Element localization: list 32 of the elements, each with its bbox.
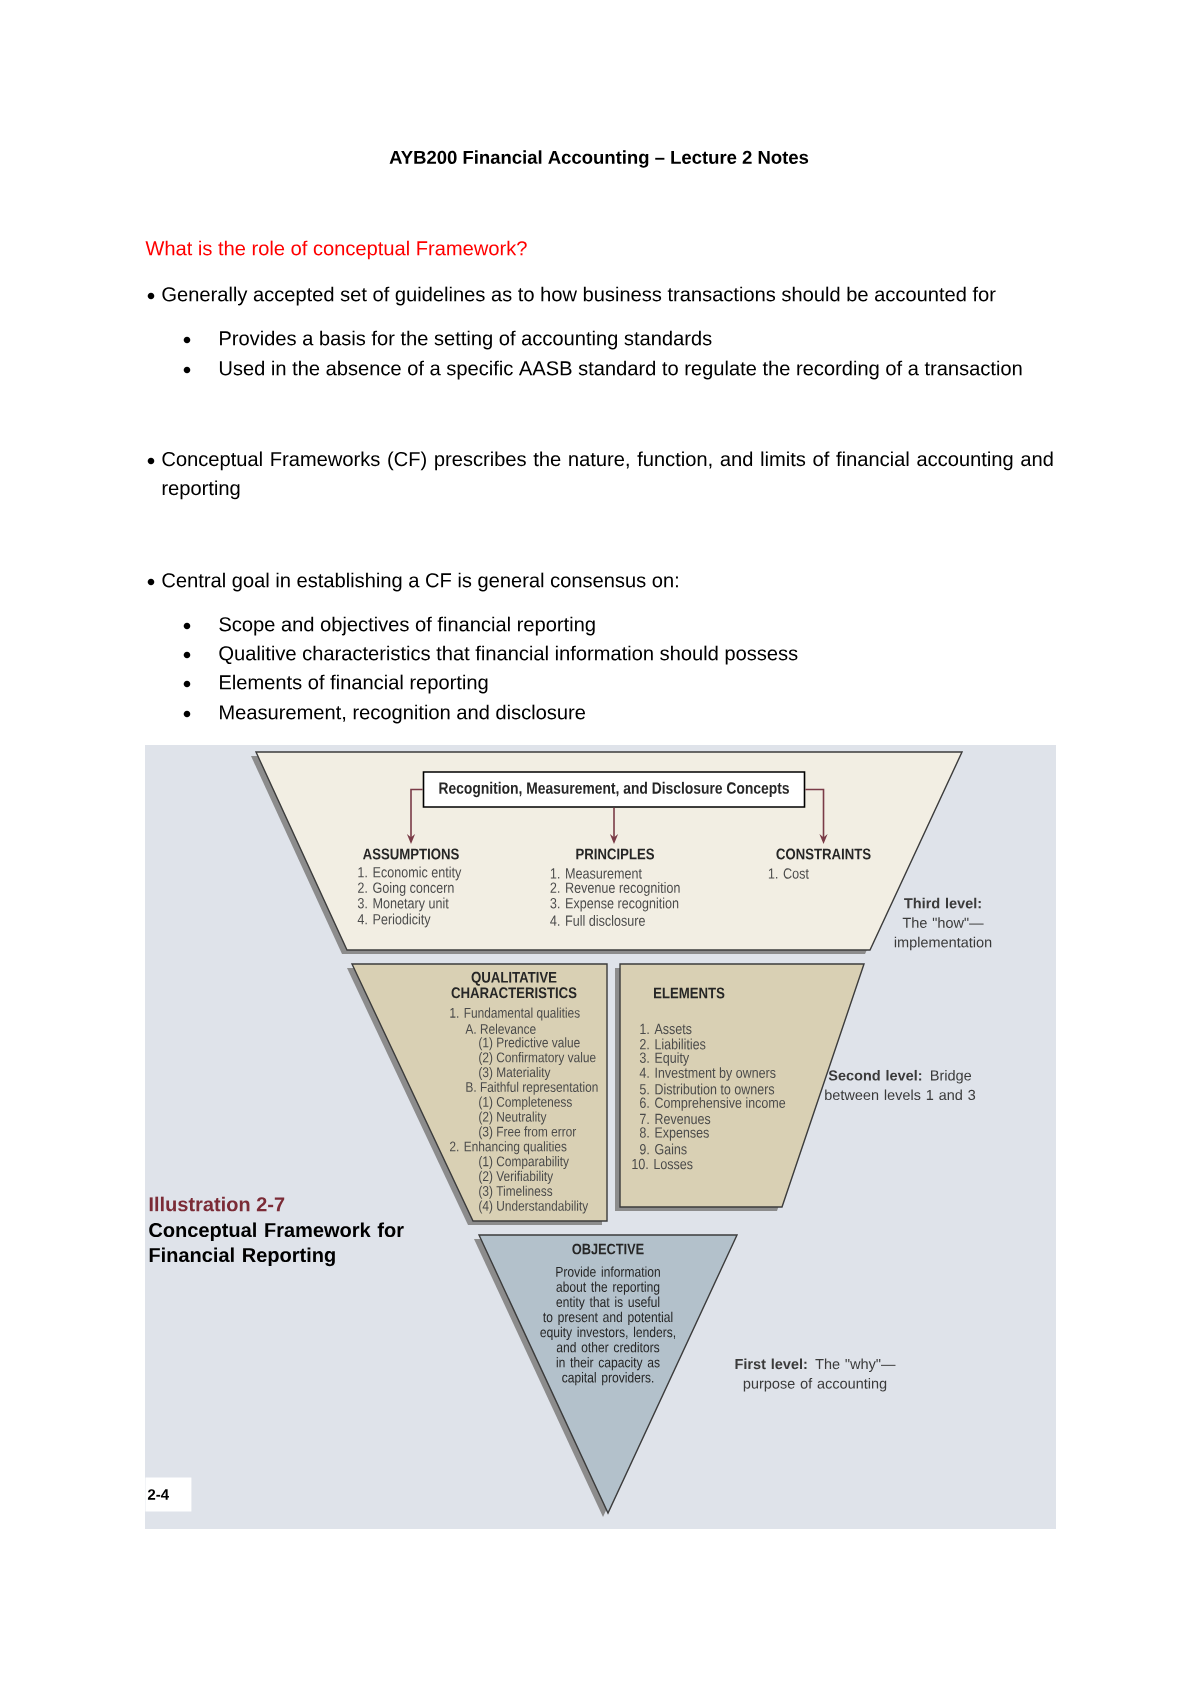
list-item: B. Faithful representation	[466, 1081, 598, 1095]
list-item: (3) Free from error	[479, 1126, 577, 1140]
list-item: (1) Comparability	[479, 1156, 569, 1170]
list-item: (2) Verifiability	[479, 1170, 554, 1184]
section-heading: What is the role of conceptual Framework?	[145, 240, 527, 260]
bullet-text: Qualitive characteristics that financial information should possess	[219, 645, 798, 665]
list-item: (3) Materiality	[479, 1066, 551, 1080]
bullet-text: Measurement, recognition and disclosure	[220, 704, 585, 724]
list-item: A. Relevance	[465, 1023, 536, 1034]
list-item: 1. Fundamental qualities	[450, 1007, 580, 1021]
page-title: AYB200 Financial Accounting – Lecture 2 Notes	[389, 150, 809, 168]
list-item: (1) Completeness	[479, 1096, 572, 1110]
list-item: (2) Confirmatory value	[479, 1052, 596, 1066]
list-item: (3) Timeliness	[479, 1185, 553, 1199]
bullet-text: Provides a basis for the setting of accounting standards	[220, 330, 712, 350]
node-label: 2-4	[147, 1489, 169, 1500]
bullet-text: Generally accepted set of guidelines as to how business transactions should be accounted for	[162, 286, 996, 306]
page-number-box: 2-4	[145, 1477, 192, 1512]
panel-heading: QUALITATIVE CHARACTERISTICS	[451, 971, 577, 999]
bullet-text: Elements of financial reporting	[220, 674, 488, 694]
level-caption: Second level: Bridge between levels 1 and 3	[825, 1069, 976, 1101]
list-item: (2) Neutrality	[479, 1111, 547, 1125]
bullet-text: Conceptual Frameworks (CF) prescribes the nature, function, and limits of financial accounting and reporting	[162, 451, 1053, 500]
bullet-text: Central goal in establishing a CF is general consensus on:	[162, 572, 678, 592]
figure-number: Illustration 2-7	[149, 1196, 285, 1212]
list-item: (1) Predictive value	[479, 1037, 580, 1051]
list-item: 2. Enhancing qualities	[450, 1141, 567, 1155]
bullet-text: Scope and objectives of financial reporting	[219, 616, 595, 636]
bullet-text: Used in the absence of a specific AASB standard to regulate the recording of a transaction	[219, 360, 1022, 380]
list-item: (4) Understandability	[479, 1200, 589, 1214]
level-caption: First level: The "why"— purpose of accounting	[735, 1358, 896, 1392]
figure-title: Conceptual Framework for Financial Reporting	[149, 1222, 404, 1267]
